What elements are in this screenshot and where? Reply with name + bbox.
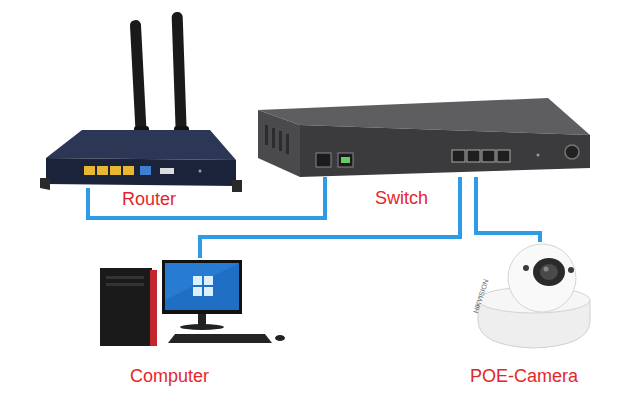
switch-illustration [258, 98, 590, 177]
computer-illustration [100, 260, 285, 346]
router-antenna [130, 12, 189, 140]
network-cable [476, 177, 540, 242]
computer-node: Computer [95, 258, 285, 350]
network-cable [88, 177, 325, 218]
switch-node: Switch [258, 92, 590, 177]
network-cable [200, 177, 460, 258]
device-label: POE-Camera [470, 366, 578, 387]
router-illustration [40, 130, 242, 192]
device-label: Computer [130, 366, 209, 387]
brand-mark: HIKVISION [472, 278, 490, 314]
camera-illustration [478, 244, 590, 348]
device-label: Switch [375, 188, 428, 209]
camera-node: POE-Camera [468, 242, 592, 350]
device-label: Router [122, 189, 176, 210]
router-node: Router [45, 12, 237, 188]
